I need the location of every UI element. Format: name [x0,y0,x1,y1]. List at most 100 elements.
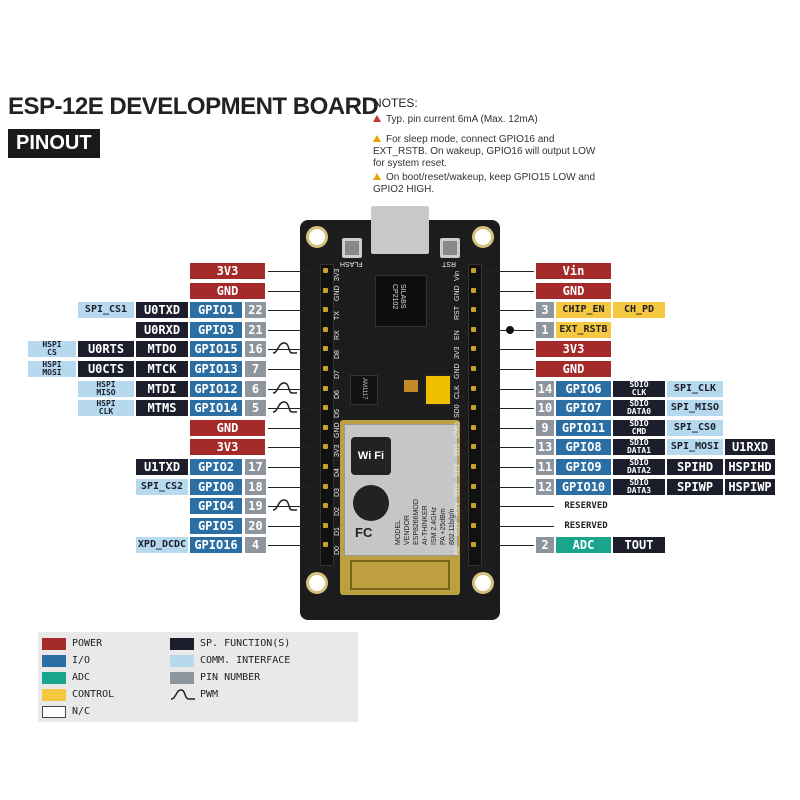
pin-label-line: DATA0 [626,407,652,417]
pin-label-pinnum: 5 [245,400,266,417]
legend-label: ADC [72,672,91,683]
module-text: ISM 2.4GHz [431,506,438,545]
pin-label-pinnum: 17 [245,459,266,475]
pin-label-line: HSPI [42,361,62,369]
board-pin-text: D5 [334,409,341,419]
board-pin-text: RST [454,306,461,321]
header-pin [471,326,476,332]
regulator-label: AM1117 [361,378,367,400]
board-pin-text: A0 [454,546,461,556]
legend-label: N/C [72,706,91,717]
pin-label-nc: RESERVED [556,517,616,534]
pin-connector-line [488,467,534,468]
pin-label-special: TOUT [613,537,665,554]
pin-label-pinnum: 4 [245,537,266,554]
note-text: Typ. pin current 6mA (Max. 12mA) [386,114,538,125]
pin-connector-line [268,447,313,449]
page-subtitle: PINOUT [8,129,100,158]
board-pin-text: D2 [334,507,341,517]
legend-swatch-pinnum [170,672,194,684]
reset-button[interactable] [440,238,460,258]
pin-connector-line [488,349,534,351]
note-text: For sleep mode, connect GPIO16 and EXT_R… [373,134,596,169]
pin-label-power: 3V3 [190,439,265,456]
board-pin-text: TX [334,311,341,321]
legend-swatch-control [42,689,66,701]
en-dot [506,325,514,334]
pin-label-comm: SPI_CLK [667,380,723,397]
pwm-icon [272,499,297,511]
pin-connector-line [268,388,313,390]
pin-connector-line [268,506,313,508]
pin-label-special: MTMS [136,400,188,417]
pin-label-comm: SPI_MOSI [667,439,723,456]
pin-connector-line [488,310,534,312]
pin-label-special: U0RTS [78,341,134,358]
note-2: For sleep mode, connect GPIO16 and EXT_R… [373,134,603,170]
pin-label-power: 3V3 [190,263,265,279]
header-pin [323,444,328,450]
pin-label-line: CLK [631,387,647,397]
header-pin [323,307,328,313]
pin-label-pinnum: 12 [536,478,554,495]
wifi-logo: Wi Fi [351,437,391,475]
pin-label-comm: SPI_CS1 [78,302,134,319]
pin-label-special: U1TXD [136,459,188,475]
header-pin [323,483,328,489]
flash-button[interactable] [342,238,362,258]
pin-connector-line [268,310,313,312]
pin-label-io: GPIO2 [190,459,242,475]
board-pin-text: D4 [334,468,341,477]
pin-label-comm: SPI_CS0 [667,419,723,436]
pin-label-adc: ADC [556,537,611,554]
pin-label-line: SDIO [629,380,649,389]
module-text: AI-THINKER [422,505,429,545]
mount-hole [306,226,328,248]
pin-label-io: GPIO15 [190,341,242,358]
antenna-trace [350,560,450,590]
pin-label-io: GPIO11 [556,419,611,436]
pin-label-line: HSPI [42,341,62,350]
legend-swatch-io [42,655,66,667]
pin-label-special: MTCK [136,361,188,377]
pin-connector-line [488,486,534,488]
pwm-icon [272,342,297,355]
header-pin [323,424,328,430]
pin-label-special: MTDI [136,380,188,397]
pin-connector-line [488,545,534,547]
pin-label-line: SDIO [629,400,649,409]
pin-label-pinnum: 19 [245,498,266,515]
pin-connector-line [488,271,534,272]
header-pin [471,307,476,313]
pin-connector-line [268,369,313,370]
legend-label: PWM [200,689,219,700]
note-text: On boot/reset/wakeup, keep GPIO15 LOW an… [373,172,596,195]
pin-label-pinnum: 6 [245,380,266,397]
flash-label: FLASH [340,260,363,267]
header-pin [323,385,328,391]
module-text: ESP8266MOD [413,499,420,545]
legend-label: I/O [72,655,91,666]
board-pin-text: RSV [454,501,461,517]
pin-label-io: GPIO3 [190,321,242,338]
pin-label-io: GPIO13 [190,361,242,377]
board-pin-text: RSV [454,521,461,536]
board-pin-text: D0 [334,546,341,556]
board-pin-text: 3V3 [334,444,341,458]
chip-label: CP2102 [391,284,398,310]
board-pin-text: Vin [454,271,461,281]
pin-label-line: SDIO [629,439,649,448]
legend-label: COMM. INTERFACE [200,655,291,666]
left-pin-header [320,264,334,566]
header-pin [471,522,476,528]
pin-label-line: DATA3 [626,485,652,495]
pin-label-io: GPIO5 [190,517,242,534]
legend-swatch-special [170,638,194,650]
pin-connector-line [488,525,554,527]
board-pin-text: D1 [334,526,341,536]
pin-label-line: MISO [96,387,116,397]
pin-label-power: GND [536,361,611,377]
pin-label-comm: SPI_CS2 [136,478,188,495]
